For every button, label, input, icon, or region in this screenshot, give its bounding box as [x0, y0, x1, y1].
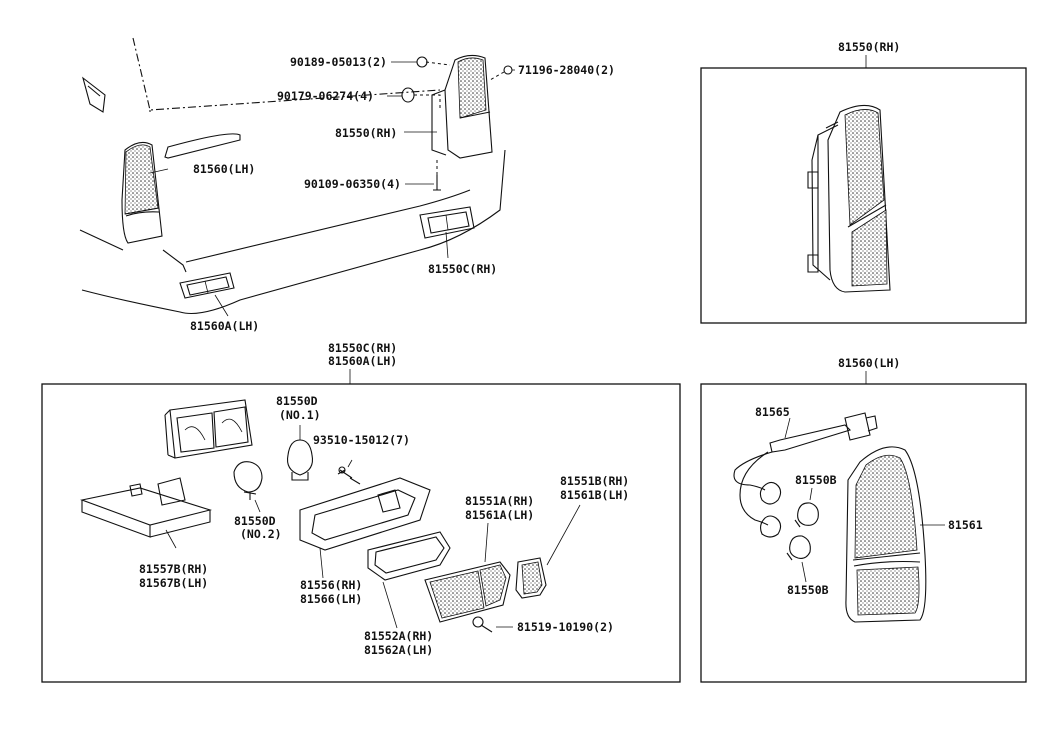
label-71196: 71196-28040(2): [518, 63, 615, 77]
label-81550-rh: 81550(RH): [335, 126, 397, 140]
top-left-labels: 90189-05013(2) 90179-06274(4) 71196-2804…: [190, 55, 615, 333]
label-81550b-1: 81550B: [795, 473, 837, 487]
label-81550b-2: 81550B: [787, 583, 829, 597]
label-81551a-rh: 81551A(RH): [465, 494, 534, 508]
label-81550c-rh-title: 81550C(RH): [328, 341, 397, 355]
label-81550d-no1: 81550D: [276, 394, 318, 408]
bottom-right-labels: 81565 81550B 81550B 81561: [755, 405, 983, 597]
label-81561: 81561: [948, 518, 983, 532]
label-81561a-lh: 81561A(LH): [465, 508, 534, 522]
lh-lamp-detail-box: 81560(LH): [700, 356, 1027, 683]
label-90109: 90109-06350(4): [304, 177, 401, 191]
label-81562a-lh: 81562A(LH): [364, 643, 433, 657]
label-81557b-rh: 81557B(RH): [139, 562, 208, 576]
label-81560-lh-title: 81560(LH): [838, 356, 900, 370]
label-81550d-no2-sub: (NO.2): [240, 527, 282, 541]
label-81560-lh: 81560(LH): [193, 162, 255, 176]
label-81551b-rh: 81551B(RH): [560, 474, 629, 488]
label-81560a-lh-title: 81560A(LH): [328, 354, 397, 368]
label-81560a-lh: 81560A(LH): [190, 319, 259, 333]
label-81552a-rh: 81552A(RH): [364, 629, 433, 643]
label-81556-rh: 81556(RH): [300, 578, 362, 592]
label-93510: 93510-15012(7): [313, 433, 410, 447]
label-81550d-no1-sub: (NO.1): [279, 408, 321, 422]
label-81567b-lh: 81567B(LH): [139, 576, 208, 590]
label-81550d-no2: 81550D: [234, 514, 276, 528]
label-81566-lh: 81566(LH): [300, 592, 362, 606]
bottom-left-labels: 81550D (NO.1) 93510-15012(7) 81550D (NO.…: [139, 394, 629, 657]
label-90189: 90189-05013(2): [290, 55, 387, 69]
label-81550-rh-title: 81550(RH): [838, 40, 900, 54]
label-81565: 81565: [755, 405, 790, 419]
label-81561b-lh: 81561B(LH): [560, 488, 629, 502]
vehicle-rear-view: [79, 37, 515, 317]
label-90179: 90179-06274(4): [277, 89, 374, 103]
label-81519: 81519-10190(2): [517, 620, 614, 634]
side-lamp-exploded-box: 81550C(RH) 81560A(LH): [41, 341, 681, 683]
rh-lamp-detail-box: 81550(RH): [700, 40, 1027, 324]
label-81550c-rh: 81550C(RH): [428, 262, 497, 276]
